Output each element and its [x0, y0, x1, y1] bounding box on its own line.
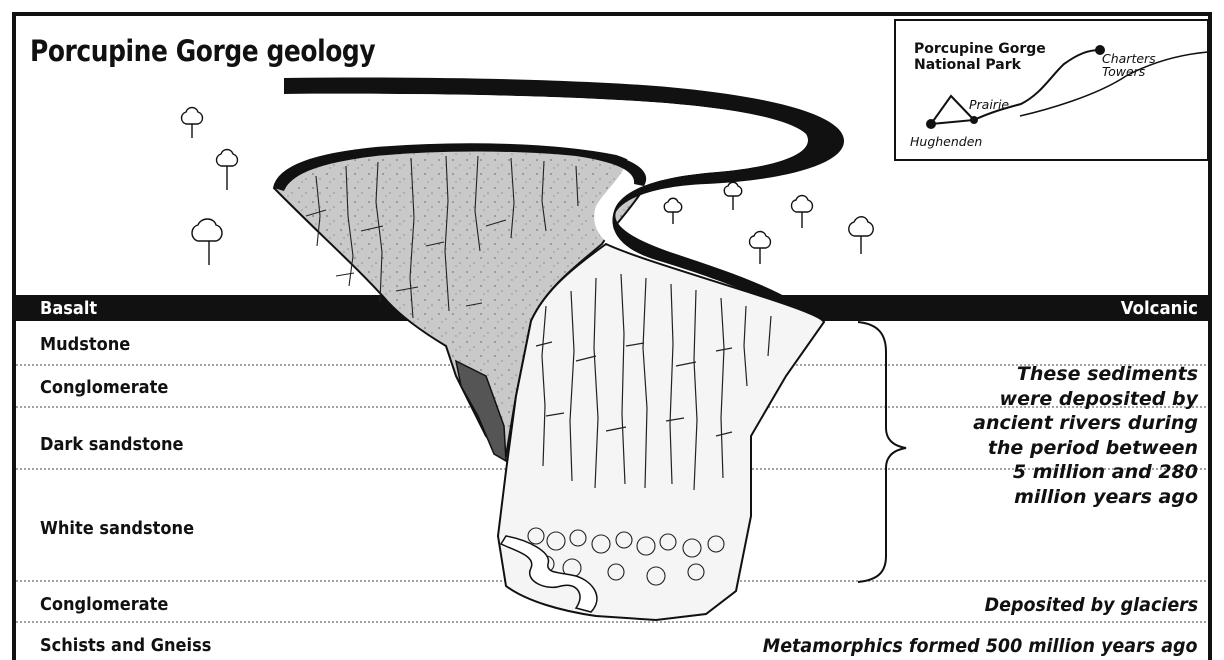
tree-icon: [724, 182, 742, 210]
park-name-line: National Park: [914, 57, 1074, 73]
sediments-note: These sediments were deposited by ancien…: [938, 362, 1198, 509]
place-label-hughenden: Hughenden: [910, 135, 982, 148]
volcanic-label: Volcanic: [1121, 298, 1198, 319]
park-name-line: Porcupine Gorge: [914, 41, 1074, 57]
place-label-charters-towers: Charters Towers: [1102, 52, 1156, 78]
layer-label-white-sandstone: White sandstone: [40, 518, 194, 539]
tree-icon: [217, 150, 238, 191]
note-line: were deposited by: [938, 387, 1198, 412]
tree-icon: [664, 198, 682, 224]
layer-label-schists-gneiss: Schists and Gneiss: [40, 635, 211, 656]
town-marker-prairie: [970, 116, 978, 124]
layer-label-basalt: Basalt: [40, 298, 97, 319]
layer-label-conglomerate-upper: Conglomerate: [40, 377, 168, 398]
place-line: Towers: [1102, 65, 1156, 78]
tree-icon: [792, 196, 813, 229]
place-label-prairie: Prairie: [969, 98, 1009, 111]
layer-label-mudstone: Mudstone: [40, 334, 130, 355]
note-line: the period between: [938, 436, 1198, 461]
layer-label-conglomerate-lower: Conglomerate: [40, 594, 168, 615]
gorge-illustration: [16, 16, 1208, 660]
note-line: 5 million and 280: [938, 460, 1198, 485]
tree-icon: [750, 232, 771, 265]
park-name-label: Porcupine Gorge National Park: [914, 41, 1074, 73]
note-line: ancient rivers during: [938, 411, 1198, 436]
tree-icon: [182, 108, 203, 139]
metamorphics-label: Metamorphics formed 500 million years ag…: [763, 635, 1198, 657]
tree-icon: [192, 219, 222, 265]
note-line: These sediments: [938, 362, 1198, 387]
layer-label-dark-sandstone: Dark sandstone: [40, 434, 184, 455]
town-marker-hughenden: [926, 119, 936, 129]
sediments-brace: [858, 322, 906, 582]
tree-icon: [849, 217, 874, 254]
note-line: million years ago: [938, 485, 1198, 510]
diagram-title: Porcupine Gorge geology: [30, 34, 375, 68]
glaciers-label: Deposited by glaciers: [984, 594, 1198, 616]
diagram-frame: Porcupine Gorge geology Porcupine Gorge …: [12, 12, 1212, 660]
